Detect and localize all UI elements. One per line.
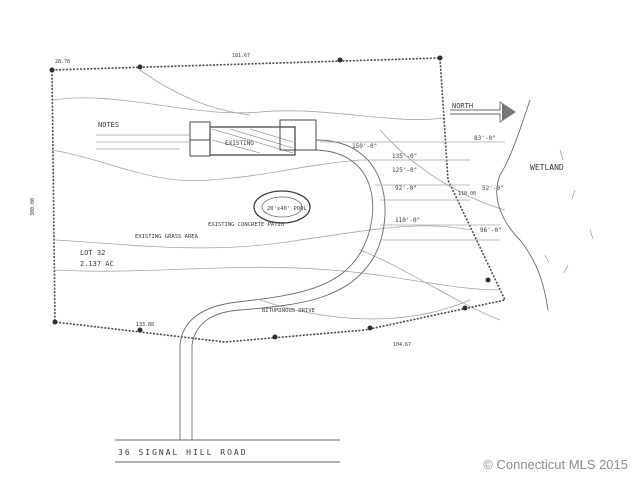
wetland-label: WETLAND: [530, 163, 564, 172]
bearing-bottom-left: 133.88: [136, 322, 154, 328]
north-label: NORTH: [452, 102, 473, 110]
boundary-pins: [49, 55, 491, 340]
driveway-label: BITUMINOUS DRIVE: [262, 308, 315, 314]
bearing-bottom-mid: 104.67: [393, 342, 411, 348]
bearing-top-left: 28.78: [55, 59, 70, 65]
copyright-notice: © Connecticut MLS 2015: [483, 457, 628, 472]
road: [115, 439, 340, 463]
notes-title: NOTES: [98, 121, 119, 129]
acreage-label: 2.137 AC: [80, 260, 114, 268]
driveway: [179, 139, 386, 440]
contour-lines: [51, 69, 506, 321]
patio-label: EXISTING CONCRETE PATIO: [208, 222, 284, 228]
bearing-top-mid: 181.67: [232, 53, 250, 59]
pool: [253, 190, 311, 224]
pool-label: 20'x40' POOL: [267, 206, 307, 212]
distance-2: 135'-0": [392, 153, 417, 160]
distance-6: 110'-0": [395, 217, 420, 224]
lot-label: LOT 32: [80, 249, 105, 257]
distance-5: 52'-0": [482, 185, 504, 192]
bearing-left-side: 300.00: [30, 198, 36, 216]
north-arrow-icon: [450, 101, 516, 123]
distance-4: 92'-0": [395, 185, 417, 192]
house-label: EXISTING: [225, 140, 254, 147]
property-boundary: [51, 57, 507, 343]
house: [189, 119, 317, 157]
road-label: 36 SIGNAL HILL ROAD: [118, 448, 248, 457]
dimension-lines: [320, 141, 505, 241]
distance-7: 96'-0": [480, 227, 502, 234]
distance-3: 125'-0": [392, 167, 417, 174]
distance-8: 150'-0": [352, 143, 377, 150]
wetland-area: [496, 99, 594, 311]
grass-label: EXISTING GRASS AREA: [135, 234, 199, 240]
distance-1: 83'-0": [474, 135, 496, 142]
notes-lines: [96, 134, 190, 150]
bearing-right-mid: 110.00: [458, 191, 476, 197]
